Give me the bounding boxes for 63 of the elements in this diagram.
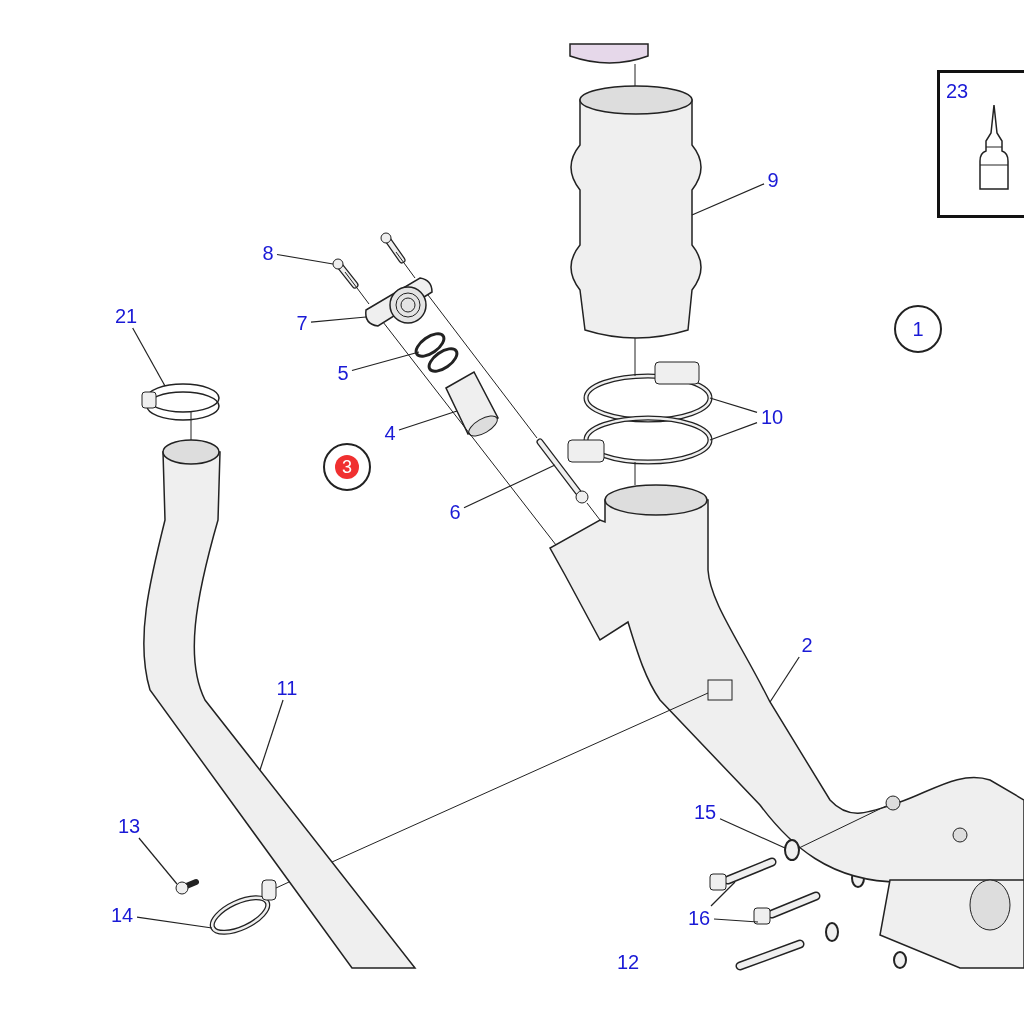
callout-number: 15	[690, 800, 720, 824]
callout-number: 4	[381, 421, 399, 445]
leader-line	[709, 421, 758, 441]
screw	[175, 879, 199, 895]
flange-cap	[365, 277, 433, 327]
highlight-number: 3	[335, 455, 359, 479]
leader-line	[310, 316, 367, 323]
callout-number: 14	[107, 903, 137, 927]
assembly-line	[382, 321, 557, 546]
leader-line	[276, 253, 334, 265]
bushing	[445, 370, 499, 437]
hose-clamp	[141, 383, 220, 421]
hose-sleeve	[569, 43, 702, 339]
leader-line	[132, 327, 166, 387]
callout-number: 5	[334, 361, 352, 385]
callout-number: 12	[617, 952, 640, 972]
leader-line	[713, 918, 759, 923]
callout-number: 21	[111, 304, 141, 328]
callout-number: 2	[798, 633, 816, 657]
assembly-line	[190, 411, 192, 441]
assembly-line	[798, 805, 887, 849]
pipe-clamp	[209, 879, 277, 935]
hex-bolt	[753, 891, 821, 925]
callout-number: 8	[259, 241, 277, 265]
callout-number: 13	[114, 814, 144, 838]
callout-number: 7	[293, 311, 311, 335]
leader-line	[136, 916, 213, 929]
leader-line	[398, 410, 458, 431]
assembly-line	[427, 294, 538, 439]
assembly-line	[344, 271, 370, 305]
band-clamp	[567, 415, 713, 465]
leader-line	[710, 881, 736, 907]
assembly-line	[395, 251, 416, 279]
callout-number: 6	[446, 500, 464, 524]
leader-line	[259, 699, 284, 771]
circled-callout: 1	[894, 305, 942, 353]
leader-line	[769, 656, 800, 703]
leader-line	[709, 397, 758, 413]
leader-line	[719, 818, 786, 849]
assembly-line	[634, 461, 636, 486]
assembly-line	[275, 881, 290, 889]
callout-number: 23	[946, 81, 969, 101]
circled-callout	[323, 443, 371, 491]
o-ring-pair	[414, 332, 459, 373]
callout-number: 9	[764, 168, 782, 192]
callout-number: 16	[684, 906, 714, 930]
leader-line	[463, 464, 556, 509]
bolt-pair	[332, 232, 406, 289]
leader-line	[138, 837, 178, 885]
band-clamp	[583, 361, 713, 423]
exhaust-pipe	[143, 439, 416, 969]
assembly-line	[586, 502, 601, 521]
leader-line	[351, 351, 420, 372]
accessory-panel	[937, 70, 1024, 218]
callout-number: 11	[272, 676, 302, 700]
long-bolt	[536, 438, 589, 504]
leader-line	[691, 183, 765, 216]
assembly-line	[634, 337, 636, 377]
washer	[784, 839, 800, 861]
exhaust-pipe	[549, 484, 1024, 969]
hex-bolt	[709, 857, 777, 891]
callout-number: 10	[757, 405, 787, 429]
assembly-line	[331, 692, 709, 863]
